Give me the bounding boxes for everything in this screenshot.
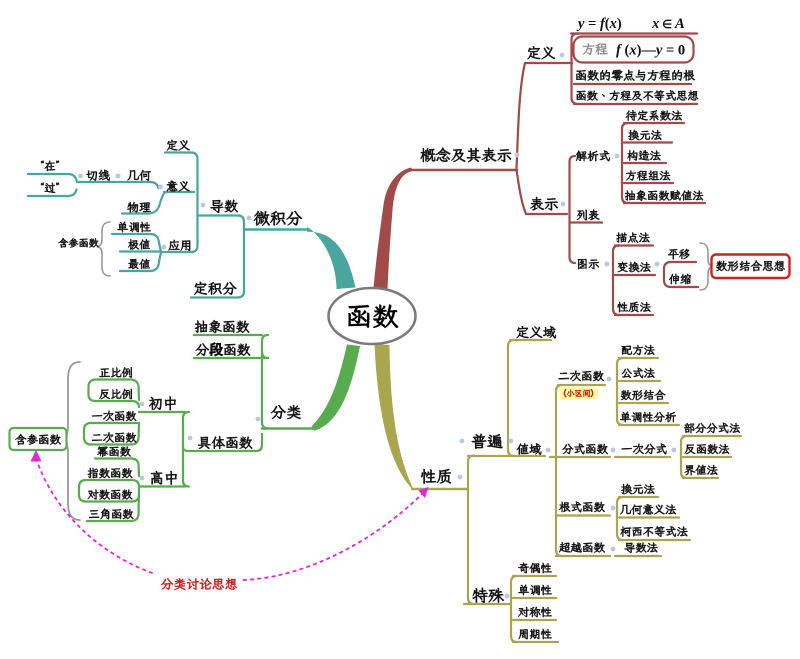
svg-text:抽象函数: 抽象函数: [194, 318, 249, 336]
svg-text:函数的零点与方程的根: 函数的零点与方程的根: [575, 68, 695, 83]
svg-text:定义: 定义: [166, 138, 190, 153]
svg-text:概念及其表示: 概念及其表示: [420, 146, 512, 166]
svg-text:f (x)—y = 0: f (x)—y = 0: [616, 42, 685, 58]
svg-text:微积分: 微积分: [254, 207, 303, 229]
svg-text:x ∈ A: x ∈ A: [651, 16, 685, 32]
svg-text:定义: 定义: [527, 44, 556, 63]
svg-text:描点法: 描点法: [616, 231, 650, 246]
svg-text:周期性: 周期性: [518, 627, 553, 642]
svg-text:定积分: 定积分: [193, 280, 237, 299]
svg-text:伸缩: 伸缩: [669, 272, 692, 287]
svg-text:指数函数: 指数函数: [87, 466, 133, 481]
svg-text:界值法: 界值法: [684, 463, 718, 478]
svg-text:单调性: 单调性: [518, 583, 553, 598]
svg-text:分段函数: 分段函数: [195, 341, 250, 359]
svg-text:y = f(x): y = f(x): [576, 16, 622, 32]
svg-text:“过”: “过”: [40, 181, 59, 196]
svg-text:性质: 性质: [420, 465, 452, 487]
svg-text:（小区间）: （小区间）: [559, 388, 599, 399]
svg-text:变换法: 变换法: [617, 260, 651, 275]
svg-text:“在”: “在”: [40, 159, 59, 174]
svg-text:意义: 意义: [166, 179, 190, 194]
svg-text:抽象函数赋值法: 抽象函数赋值法: [624, 189, 703, 204]
svg-text:部分分式法: 部分分式法: [684, 421, 741, 436]
svg-text:高中: 高中: [150, 469, 179, 488]
svg-text:换元法: 换元法: [628, 128, 662, 143]
svg-text:初中: 初中: [149, 395, 178, 414]
svg-text:公式法: 公式法: [621, 366, 655, 381]
svg-text:含参函数: 含参函数: [58, 236, 100, 250]
svg-text:列表: 列表: [577, 208, 600, 223]
svg-text:根式函数: 根式函数: [559, 500, 605, 515]
svg-text:最值: 最值: [128, 257, 151, 272]
svg-text:反比例: 反比例: [99, 387, 133, 402]
svg-text:值域: 值域: [516, 441, 542, 458]
svg-text:几何: 几何: [127, 168, 151, 183]
svg-text:分式函数: 分式函数: [562, 442, 608, 457]
svg-text:函数、方程及不等式思想: 函数、方程及不等式思想: [575, 89, 698, 104]
svg-text:数形结合思想: 数形结合思想: [716, 259, 786, 274]
svg-text:对称性: 对称性: [518, 605, 553, 620]
svg-text:奇偶性: 奇偶性: [518, 561, 553, 576]
svg-text:表示: 表示: [530, 195, 559, 214]
svg-text:待定系数法: 待定系数法: [626, 109, 683, 124]
svg-text:普遍: 普遍: [471, 430, 503, 452]
svg-text:含参函数: 含参函数: [15, 433, 61, 448]
svg-text:对数函数: 对数函数: [87, 488, 133, 503]
svg-text:单调性分析: 单调性分析: [620, 410, 677, 425]
svg-text:解析式: 解析式: [576, 149, 611, 164]
svg-text:方程组法: 方程组法: [625, 169, 670, 184]
svg-text:方程: 方程: [582, 41, 608, 58]
svg-text:导数: 导数: [210, 197, 239, 216]
svg-text:正比例: 正比例: [99, 366, 133, 381]
svg-text:导数法: 导数法: [624, 541, 658, 556]
svg-text:幂函数: 幂函数: [97, 445, 132, 460]
svg-text:性质法: 性质法: [617, 300, 651, 315]
svg-text:二次函数: 二次函数: [91, 431, 137, 446]
svg-text:具体函数: 具体函数: [197, 434, 252, 452]
svg-text:特殊: 特殊: [472, 584, 504, 606]
svg-text:构造法: 构造法: [627, 149, 661, 164]
svg-text:图示: 图示: [577, 257, 600, 272]
svg-text:反函数法: 反函数法: [684, 442, 729, 457]
svg-text:三角函数: 三角函数: [88, 507, 134, 522]
svg-text:分类讨论思想: 分类讨论思想: [161, 576, 238, 593]
svg-text:一次分式: 一次分式: [621, 442, 667, 457]
svg-text:柯西不等式法: 柯西不等式法: [620, 525, 688, 540]
svg-text:定义域: 定义域: [516, 323, 557, 341]
svg-text:单调性: 单调性: [117, 220, 152, 235]
svg-text:分类: 分类: [270, 403, 301, 423]
svg-text:函数: 函数: [346, 299, 400, 334]
svg-text:应用: 应用: [168, 238, 192, 253]
svg-text:平移: 平移: [668, 247, 691, 262]
svg-text:二次函数: 二次函数: [558, 369, 604, 384]
svg-text:换元法: 换元法: [621, 482, 655, 497]
svg-text:数形结合: 数形结合: [620, 388, 666, 403]
svg-text:一次函数: 一次函数: [91, 409, 137, 424]
svg-text:切线: 切线: [86, 168, 110, 183]
svg-text:极值: 极值: [128, 238, 151, 253]
svg-text:几何意义法: 几何意义法: [620, 503, 677, 518]
svg-text:物理: 物理: [127, 200, 151, 215]
svg-text:配方法: 配方法: [621, 343, 655, 358]
svg-text:超越函数: 超越函数: [559, 541, 605, 556]
